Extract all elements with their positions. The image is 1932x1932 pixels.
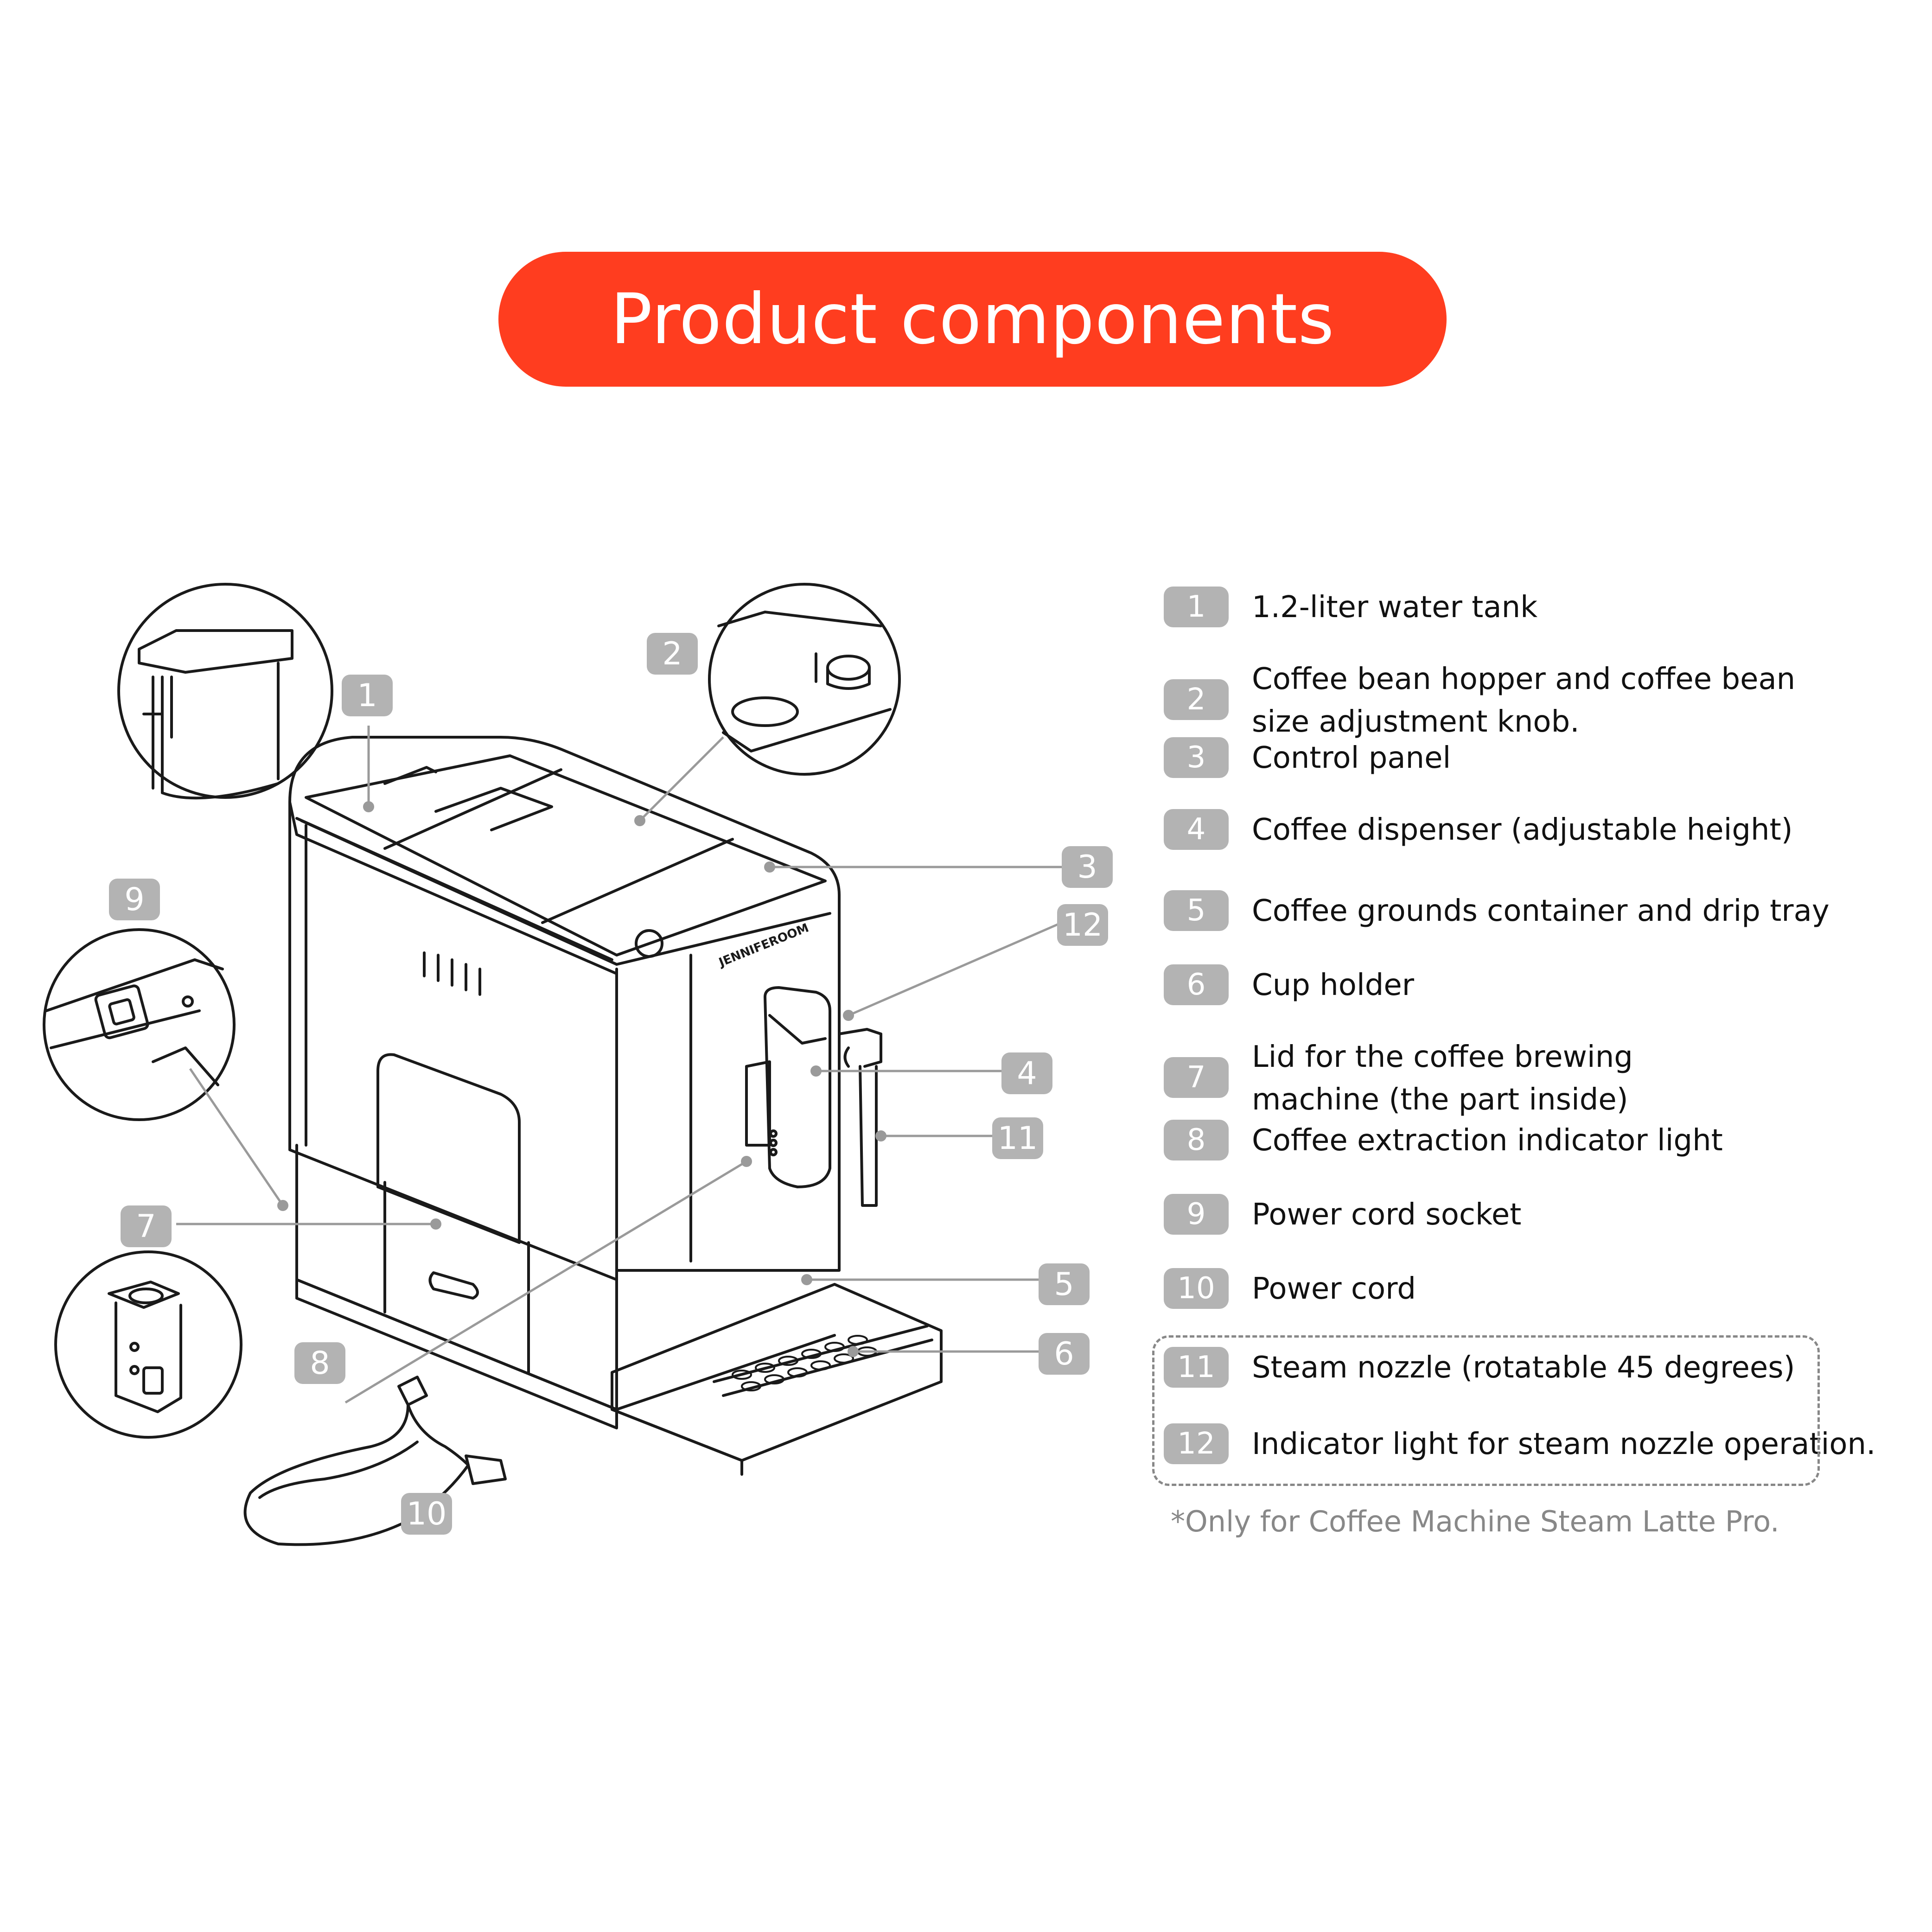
legend-label: Indicator light for steam nozzle operati… bbox=[1252, 1427, 1876, 1461]
legend-number: 3 bbox=[1164, 737, 1229, 778]
legend-number: 6 bbox=[1164, 964, 1229, 1005]
legend-number: 1 bbox=[1164, 587, 1229, 627]
legend-number: 12 bbox=[1164, 1423, 1229, 1464]
inset-bean-hopper bbox=[708, 583, 901, 776]
callout-11: 11 bbox=[992, 1117, 1043, 1159]
legend-label: size adjustment knob. bbox=[1252, 705, 1580, 739]
machine-body bbox=[288, 736, 943, 1476]
inset-water-tank bbox=[117, 583, 333, 800]
legend-number: 2 bbox=[1164, 679, 1229, 720]
steam-models-box bbox=[1152, 1335, 1820, 1486]
footnote: *Only for Coffee Machine Steam Latte Pro… bbox=[1171, 1505, 1779, 1538]
legend-label: Cup holder bbox=[1252, 968, 1415, 1002]
callout-5: 5 bbox=[1039, 1263, 1090, 1305]
legend-label: Power cord socket bbox=[1252, 1198, 1522, 1232]
legend-label: Coffee extraction indicator light bbox=[1252, 1123, 1723, 1158]
callout-4: 4 bbox=[1001, 1052, 1052, 1094]
legend-number: 4 bbox=[1164, 809, 1229, 850]
legend-number: 5 bbox=[1164, 890, 1229, 931]
callout-7: 7 bbox=[121, 1205, 172, 1247]
page-title: Product components bbox=[610, 279, 1335, 360]
legend-label: 1.2-liter water tank bbox=[1252, 590, 1538, 625]
callout-10: 10 bbox=[401, 1493, 452, 1535]
callout-9: 9 bbox=[109, 879, 160, 920]
callout-8: 8 bbox=[294, 1342, 345, 1384]
legend-label: Coffee grounds container and drip tray bbox=[1252, 894, 1830, 928]
inset-power-socket bbox=[43, 928, 236, 1121]
callout-3: 3 bbox=[1062, 846, 1113, 888]
legend-number: 7 bbox=[1164, 1057, 1229, 1098]
legend-label: Control panel bbox=[1252, 741, 1451, 775]
legend-label: machine (the part inside) bbox=[1252, 1083, 1628, 1117]
legend-label: Coffee bean hopper and coffee bean bbox=[1252, 662, 1796, 696]
callout-6: 6 bbox=[1039, 1333, 1090, 1375]
legend-label: Coffee dispenser (adjustable height) bbox=[1252, 813, 1793, 847]
title-banner: Product components bbox=[498, 252, 1447, 387]
legend-label: Lid for the coffee brewing bbox=[1252, 1040, 1633, 1074]
legend-number: 11 bbox=[1164, 1347, 1229, 1388]
callout-2: 2 bbox=[647, 633, 698, 675]
legend-label: Steam nozzle (rotatable 45 degrees) bbox=[1252, 1351, 1795, 1385]
callout-12: 12 bbox=[1057, 904, 1108, 946]
power-cord bbox=[243, 1376, 507, 1546]
callout-1: 1 bbox=[342, 675, 393, 716]
legend-number: 10 bbox=[1164, 1268, 1229, 1309]
legend-label: Power cord bbox=[1252, 1272, 1416, 1306]
legend-number: 9 bbox=[1164, 1194, 1229, 1235]
inset-brewing-unit bbox=[54, 1250, 242, 1439]
legend-number: 8 bbox=[1164, 1120, 1229, 1160]
